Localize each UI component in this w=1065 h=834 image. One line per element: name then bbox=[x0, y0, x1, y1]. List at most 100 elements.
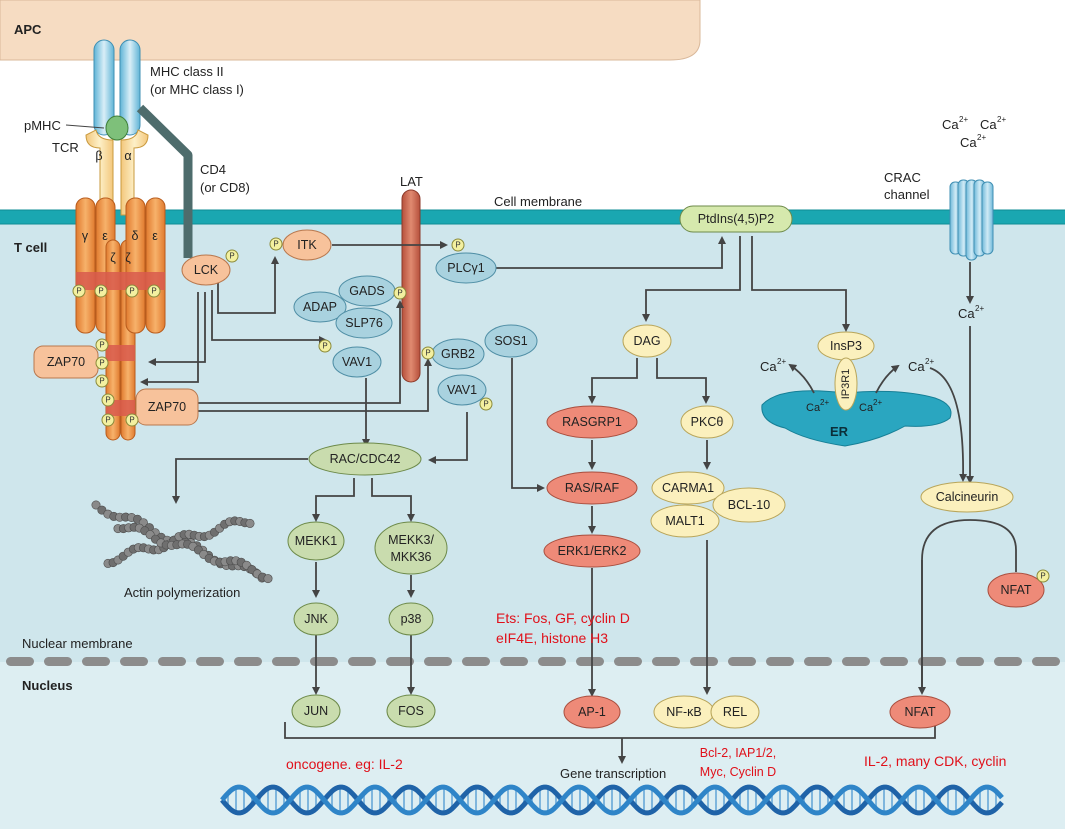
nuclear-membrane-label: Nuclear membrane bbox=[22, 636, 133, 651]
phosphate-tag: P bbox=[225, 249, 239, 263]
nuclear-membrane-segment bbox=[82, 657, 110, 666]
slp76-node: SLP76 bbox=[335, 307, 393, 339]
svg-text:P: P bbox=[483, 400, 488, 409]
nuclear-membrane-segment bbox=[842, 657, 870, 666]
svg-text:ZAP70: ZAP70 bbox=[47, 355, 85, 369]
nuclear-membrane-segment bbox=[614, 657, 642, 666]
actin-bead bbox=[245, 518, 255, 528]
rac-cdc42-node: RAC/CDC42 bbox=[308, 442, 422, 476]
mekk1-node: MEKK1 bbox=[287, 521, 345, 561]
cd4-label-2: (or CD8) bbox=[200, 180, 250, 195]
nuclear-membrane-segment bbox=[576, 657, 604, 666]
svg-text:Ca: Ca bbox=[942, 117, 959, 132]
phosphate-tag: P bbox=[421, 346, 435, 360]
svg-text:2+: 2+ bbox=[925, 357, 934, 366]
phosphate-tag: P bbox=[95, 338, 109, 352]
p38-node: p38 bbox=[388, 602, 434, 636]
nfat-node: NFAT bbox=[889, 695, 951, 729]
nuclear-membrane-segment bbox=[880, 657, 908, 666]
nfat-node: NFAT bbox=[987, 572, 1045, 608]
rasgrp1-node: RASGRP1 bbox=[546, 405, 638, 439]
svg-text:AP-1: AP-1 bbox=[578, 705, 606, 719]
svg-text:REL: REL bbox=[723, 705, 747, 719]
svg-text:CARMA1: CARMA1 bbox=[662, 481, 714, 495]
nuclear-membrane-segment bbox=[1032, 657, 1060, 666]
svg-text:P: P bbox=[397, 289, 402, 298]
phosphate-tag: P bbox=[269, 237, 283, 251]
svg-text:p38: p38 bbox=[401, 612, 422, 626]
nuclear-membrane-segment bbox=[196, 657, 224, 666]
svg-text:P: P bbox=[129, 287, 134, 296]
ip3r1-node: IP3R1 bbox=[834, 357, 858, 411]
mhc-label-2: (or MHC class I) bbox=[150, 82, 244, 97]
svg-text:P: P bbox=[151, 287, 156, 296]
nuclear-membrane-segment bbox=[728, 657, 756, 666]
svg-text:Ca: Ca bbox=[908, 359, 925, 374]
cd4-label-1: CD4 bbox=[200, 162, 226, 177]
svg-text:MALT1: MALT1 bbox=[665, 514, 704, 528]
bcl2-annotation-2: Myc, Cyclin D bbox=[700, 765, 776, 779]
vav1-node: VAV1 bbox=[332, 346, 382, 378]
nuclear-membrane-segment bbox=[690, 657, 718, 666]
nuclear-membrane-segment bbox=[44, 657, 72, 666]
svg-text:P: P bbox=[322, 342, 327, 351]
carma1-node: CARMA1 bbox=[651, 471, 725, 505]
lck-node: LCK bbox=[181, 254, 231, 286]
svg-text:RASGRP1: RASGRP1 bbox=[562, 415, 622, 429]
svg-text:P: P bbox=[98, 287, 103, 296]
crac-label-1: CRAC bbox=[884, 170, 921, 185]
svg-text:PKCθ: PKCθ bbox=[691, 415, 724, 429]
er-label: ER bbox=[830, 424, 849, 439]
actin-label: Actin polymerization bbox=[124, 585, 240, 600]
svg-text:VAV1: VAV1 bbox=[342, 355, 372, 369]
nuclear-membrane-segment bbox=[386, 657, 414, 666]
nuclear-membrane-segment bbox=[348, 657, 376, 666]
svg-text:P: P bbox=[99, 341, 104, 350]
nuclear-membrane-segment bbox=[158, 657, 186, 666]
svg-text:MEKK1: MEKK1 bbox=[295, 534, 337, 548]
cell-membrane-band bbox=[0, 210, 1065, 224]
nuclear-membrane-segment bbox=[272, 657, 300, 666]
bcl10-node: BCL-10 bbox=[712, 487, 786, 523]
gamma-label: γ bbox=[82, 229, 89, 243]
svg-text:P: P bbox=[105, 396, 110, 405]
nuclear-membrane-segment bbox=[918, 657, 946, 666]
svg-text:P: P bbox=[455, 241, 460, 250]
svg-text:NFAT: NFAT bbox=[1000, 583, 1031, 597]
beta-label: β bbox=[95, 149, 102, 163]
phosphate-tag: P bbox=[125, 284, 139, 298]
svg-text:FOS: FOS bbox=[398, 704, 424, 718]
dna-helix-icon bbox=[220, 784, 1004, 816]
gads-node: GADS bbox=[338, 275, 396, 307]
grb2-node: GRB2 bbox=[431, 338, 485, 370]
svg-text:GRB2: GRB2 bbox=[441, 347, 475, 361]
nuclear-membrane-segment bbox=[462, 657, 490, 666]
actin-bead bbox=[91, 500, 101, 510]
phosphate-tag: P bbox=[147, 284, 161, 298]
svg-text:2+: 2+ bbox=[820, 398, 829, 407]
plcg1-node: PLCγ1 bbox=[435, 252, 497, 284]
adap-node: ADAP bbox=[293, 291, 347, 323]
svg-text:NF-κB: NF-κB bbox=[666, 705, 701, 719]
erk-node: ERK1/ERK2 bbox=[543, 534, 641, 568]
dna-strand bbox=[220, 784, 1004, 816]
nuclear-membrane-segment bbox=[956, 657, 984, 666]
svg-text:Ca: Ca bbox=[859, 402, 874, 414]
svg-text:Ca: Ca bbox=[760, 359, 777, 374]
ets-annotation-2: eIF4E, histone H3 bbox=[496, 630, 608, 646]
mhc-label-1: MHC class II bbox=[150, 64, 224, 79]
ap1-node: AP-1 bbox=[563, 695, 621, 729]
svg-text:Ca: Ca bbox=[980, 117, 997, 132]
actin-filament-icon bbox=[91, 500, 273, 584]
svg-text:P: P bbox=[105, 416, 110, 425]
svg-text:Ca: Ca bbox=[960, 135, 977, 150]
phosphate-tag: P bbox=[393, 286, 407, 300]
svg-text:P: P bbox=[76, 287, 81, 296]
peptide bbox=[105, 115, 129, 141]
nuclear-membrane-segment bbox=[310, 657, 338, 666]
nuclear-membrane-segment bbox=[234, 657, 262, 666]
